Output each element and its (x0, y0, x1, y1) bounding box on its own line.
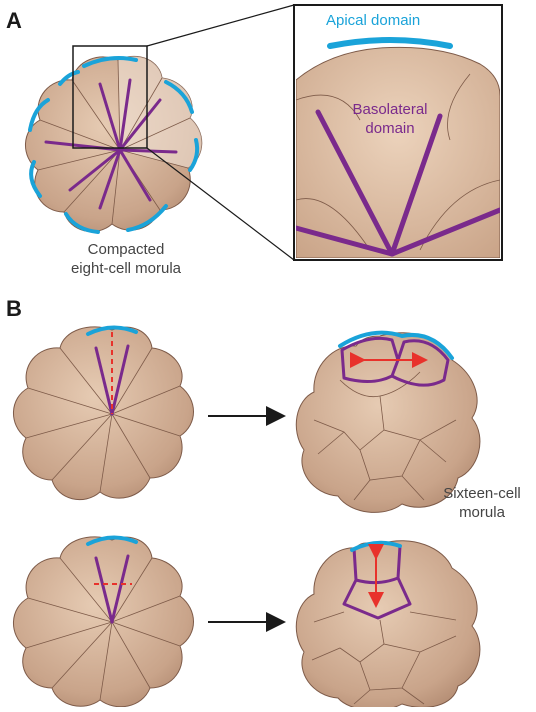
apical-domain-label: Apical domain (326, 12, 420, 29)
sixteen-cell-label-line1: Sixteen-cell (432, 484, 532, 503)
morula-b-top-eight-cell (13, 327, 193, 500)
basolateral-label-line1: Basolateral (340, 100, 440, 119)
sixteen-cell-label-line2: morula (432, 503, 532, 522)
panel-a-caption-line2: eight-cell morula (46, 259, 206, 278)
morula-b-bottom-eight-cell (13, 537, 193, 707)
panel-a-letter: A (6, 8, 22, 34)
morula-b-bottom-sixteen-cell (296, 541, 480, 707)
panel-a-caption-line1: Compacted (46, 240, 206, 259)
panel-b-letter: B (6, 296, 22, 322)
morula-a (25, 56, 201, 232)
basolateral-label-line2: domain (340, 119, 440, 138)
